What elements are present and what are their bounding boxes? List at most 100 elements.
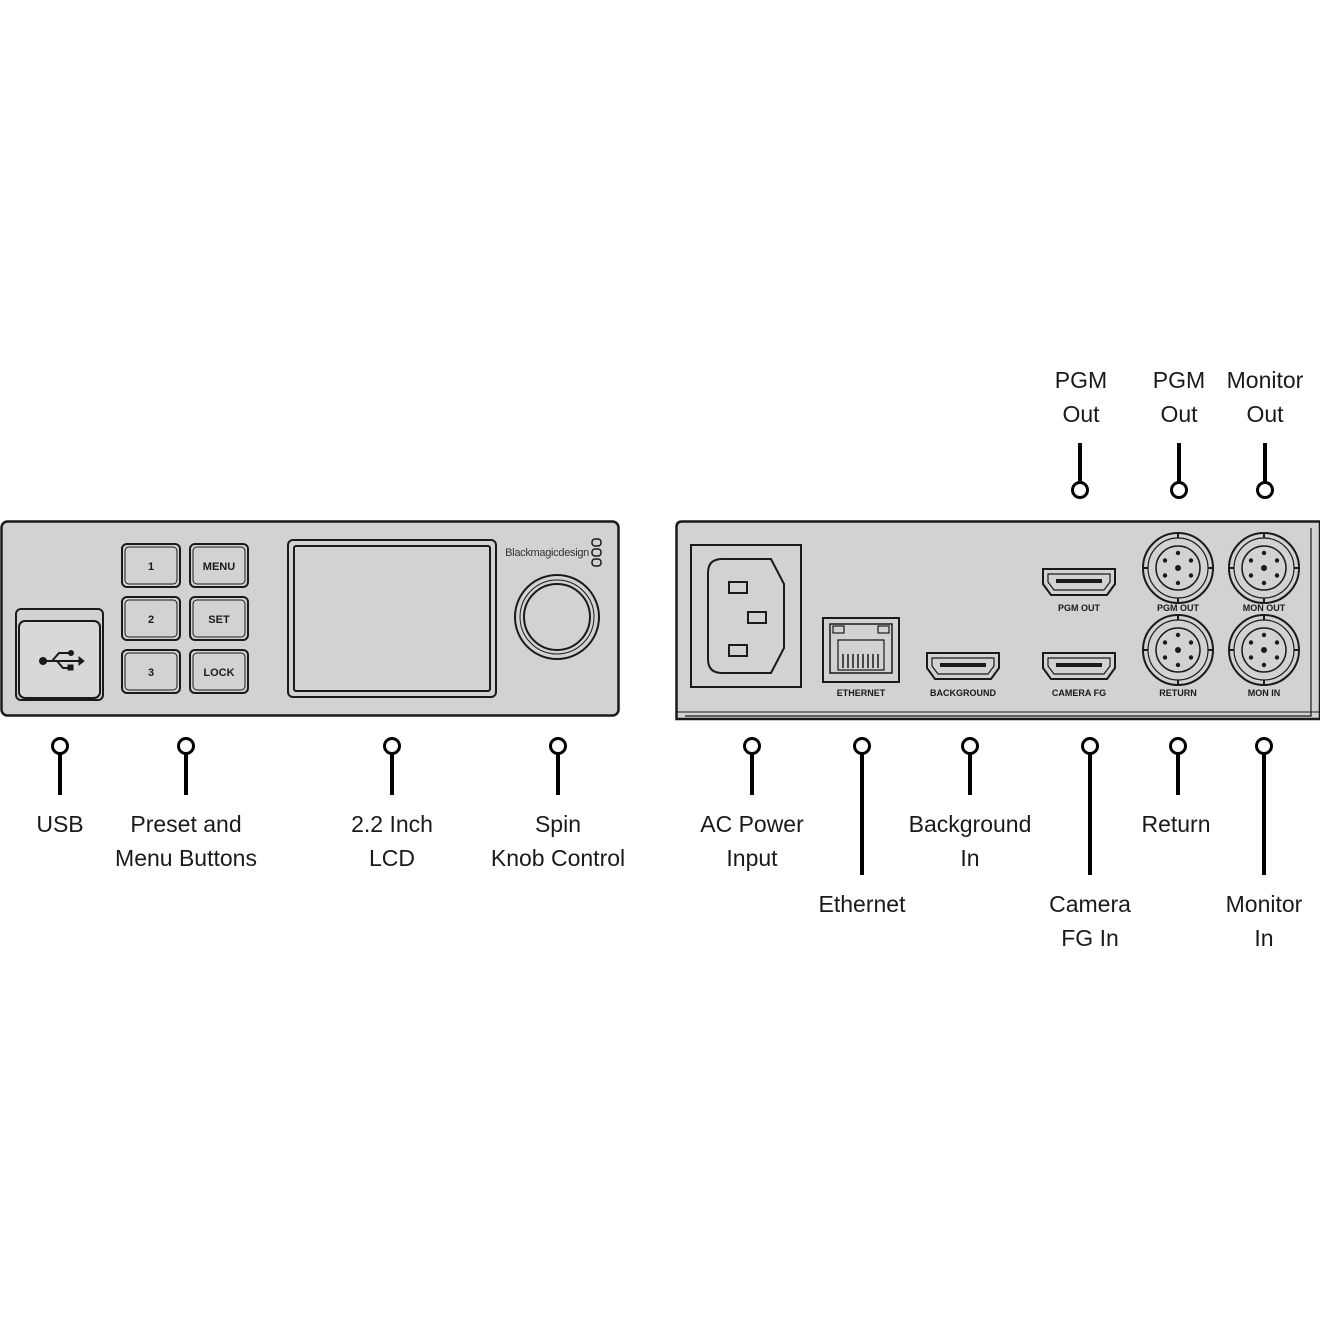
button-menu[interactable]: MENU	[189, 543, 249, 588]
knob-leader-dot	[549, 737, 567, 755]
callout-line: In	[1254, 925, 1274, 951]
callout-line: Ethernet	[818, 891, 906, 917]
ac-leader-line	[750, 746, 754, 795]
callout-line: Preset and	[130, 811, 242, 837]
bnc-pgm-out-port[interactable]	[1142, 532, 1214, 604]
button-lock[interactable]: LOCK	[189, 649, 249, 694]
hdmi-pgm-out-port[interactable]	[1042, 568, 1116, 596]
brand-logo-icon	[591, 538, 602, 567]
return-leader-line	[1176, 746, 1180, 795]
callout-line: Camera	[1049, 891, 1131, 917]
bnc-return-port[interactable]	[1142, 614, 1214, 686]
callout-line: Monitor	[1226, 367, 1304, 393]
pgm-out-sdi-label: PGM OUT	[1157, 603, 1200, 613]
callout-line: Monitor	[1225, 891, 1303, 917]
ac-leader-dot	[743, 737, 761, 755]
pgm-out-2-leader-dot	[1170, 481, 1188, 499]
pgm-out-2-leader-line	[1177, 443, 1181, 490]
callout-ethernet: Ethernet	[819, 887, 906, 921]
callout-line: Out	[1160, 401, 1198, 427]
ethernet-port[interactable]	[822, 617, 900, 683]
lcd-screen	[287, 539, 497, 698]
camera-fg-leader-line	[1088, 746, 1092, 875]
monitor-out-leader-dot	[1256, 481, 1274, 499]
callout-line: PGM	[1054, 367, 1108, 393]
callout-line: Out	[1246, 401, 1284, 427]
callout-usb: USB	[36, 807, 83, 841]
button-preset-1[interactable]: 1	[121, 543, 181, 588]
callout-preset-menu: Preset and Menu Buttons	[115, 807, 257, 875]
hdmi-camera-fg-port[interactable]	[1042, 652, 1116, 680]
camera-fg-leader-dot	[1081, 737, 1099, 755]
ethernet-port-label: ETHERNET	[837, 688, 886, 698]
background-leader-line	[968, 746, 972, 795]
usb-leader-dot	[51, 737, 69, 755]
lcd-leader-dot	[383, 737, 401, 755]
callout-monitor-out: Monitor Out	[1227, 363, 1304, 431]
return-port-label: RETURN	[1159, 688, 1197, 698]
pgm-out-1-leader-line	[1078, 443, 1082, 490]
button-preset-2[interactable]: 2	[121, 596, 181, 641]
button-set[interactable]: SET	[189, 596, 249, 641]
pgm-out-1-leader-dot	[1071, 481, 1089, 499]
callout-line: In	[960, 845, 980, 871]
bnc-mon-out-port[interactable]	[1228, 532, 1300, 604]
mon-in-port-label: MON IN	[1248, 688, 1281, 698]
callout-line: Input	[726, 845, 778, 871]
callout-line: AC Power	[700, 811, 804, 837]
callout-pgm-out-2: PGM Out	[1153, 363, 1205, 431]
knob-leader-line	[556, 746, 560, 795]
callout-lcd: 2.2 Inch LCD	[351, 807, 433, 875]
button-label: 2	[148, 614, 154, 626]
callout-line: 2.2 Inch	[351, 811, 433, 837]
monitor-out-leader-line	[1263, 443, 1267, 490]
button-label: LOCK	[203, 667, 234, 679]
preset-leader-dot	[177, 737, 195, 755]
brand-logo-text: Blackmagicdesign	[505, 547, 589, 559]
ethernet-leader-line	[860, 746, 864, 875]
callout-line: Background	[908, 811, 1032, 837]
callout-monitor-in: Monitor In	[1226, 887, 1303, 955]
callout-background-in: Background In	[909, 807, 1032, 875]
callout-return: Return	[1141, 807, 1210, 841]
button-label: 1	[148, 561, 154, 573]
button-label: 3	[148, 667, 154, 679]
lcd-leader-line	[390, 746, 394, 795]
callout-camera-fg-in: Camera FG In	[1049, 887, 1131, 955]
callout-spin-knob: Spin Knob Control	[491, 807, 625, 875]
callout-line: FG In	[1061, 925, 1119, 951]
button-label: MENU	[203, 561, 235, 573]
pgm-out-hdmi-label: PGM OUT	[1058, 603, 1101, 613]
preset-leader-line	[184, 746, 188, 795]
callout-pgm-out-1: PGM Out	[1055, 363, 1107, 431]
bnc-mon-in-port[interactable]	[1228, 614, 1300, 686]
background-leader-dot	[961, 737, 979, 755]
ethernet-leader-dot	[853, 737, 871, 755]
callout-line: USB	[36, 811, 84, 837]
background-port-label: BACKGROUND	[930, 688, 996, 698]
callout-line: Return	[1141, 811, 1211, 837]
ac-power-inlet[interactable]	[690, 544, 802, 688]
usb-port[interactable]	[15, 608, 104, 701]
spin-knob[interactable]	[514, 574, 600, 660]
callout-line: Spin	[534, 811, 582, 837]
monitor-in-leader-dot	[1255, 737, 1273, 755]
callout-ac-power: AC Power Input	[700, 807, 804, 875]
usb-icon	[39, 650, 85, 671]
callout-line: Menu Buttons	[115, 845, 257, 871]
callout-line: Knob Control	[490, 845, 626, 871]
camera-fg-port-label: CAMERA FG	[1052, 688, 1106, 698]
hdmi-background-port[interactable]	[926, 652, 1000, 680]
button-preset-3[interactable]: 3	[121, 649, 181, 694]
mon-out-port-label: MON OUT	[1243, 603, 1286, 613]
usb-leader-line	[58, 746, 62, 795]
callout-line: LCD	[368, 845, 415, 871]
monitor-in-leader-line	[1262, 746, 1266, 875]
button-label: SET	[208, 614, 230, 626]
callout-line: PGM	[1152, 367, 1206, 393]
return-leader-dot	[1169, 737, 1187, 755]
callout-line: Out	[1062, 401, 1100, 427]
